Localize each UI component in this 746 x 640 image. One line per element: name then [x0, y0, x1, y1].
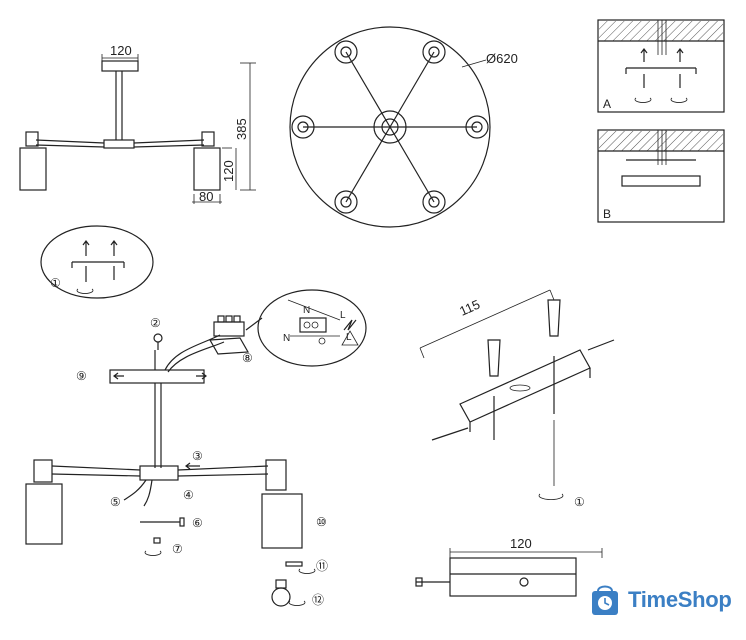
step-8-marker: ⑧ — [242, 351, 253, 365]
diameter-label: Ø620 — [486, 51, 518, 66]
shopping-bag-clock-icon — [592, 585, 618, 615]
assembly-drawing: N L N L — [25, 289, 367, 607]
shade-width-label: 80 — [199, 189, 213, 204]
step-12-marker: ⑫ — [312, 593, 324, 607]
canopy-width-label: 120 — [110, 43, 132, 58]
step-6-marker: ⑥ — [192, 516, 203, 530]
step-7-marker: ⑦ — [172, 542, 183, 556]
step-1-callout: ① — [40, 225, 154, 299]
side-view-drawing: 120 385 120 80 — [19, 43, 256, 204]
bracket-length-label: 115 — [457, 297, 482, 319]
step-11-marker: ⑪ — [316, 559, 328, 573]
panel-a-label: A — [603, 97, 611, 111]
brand-name: TimeShop — [628, 587, 732, 612]
step-9-marker: ⑨ — [76, 369, 87, 383]
step-3-marker: ③ — [192, 449, 203, 463]
wiring-callout: N L N L — [245, 289, 367, 367]
bracket-isometric-drawing: 115 ① — [419, 289, 615, 509]
step-1-marker: ① — [50, 276, 61, 290]
timeshop-logo: TimeShop — [588, 580, 740, 620]
step-2-marker: ② — [150, 316, 161, 330]
step-10-marker: ⑩ — [316, 515, 327, 529]
step-4-marker: ④ — [183, 488, 194, 502]
overall-height-label: 385 — [234, 118, 249, 140]
top-view-drawing: Ø620 — [289, 26, 518, 228]
bracket-width-label: 120 — [510, 536, 532, 551]
panel-b-label: B — [603, 207, 611, 221]
bracket-step-1-marker: ① — [574, 495, 585, 509]
shade-height-label: 120 — [221, 160, 236, 182]
mounting-panel-b: B — [597, 129, 725, 223]
wire-l-lower-label: L — [346, 332, 352, 343]
mounting-panel-a: A — [597, 19, 725, 113]
step-5-marker: ⑤ — [110, 495, 121, 509]
wire-n-lower-label: N — [283, 333, 290, 344]
terminal-block — [209, 315, 249, 355]
wire-l-label: L — [340, 310, 346, 321]
wire-n-label: N — [303, 305, 310, 316]
bracket-side-drawing: 120 — [415, 536, 603, 597]
